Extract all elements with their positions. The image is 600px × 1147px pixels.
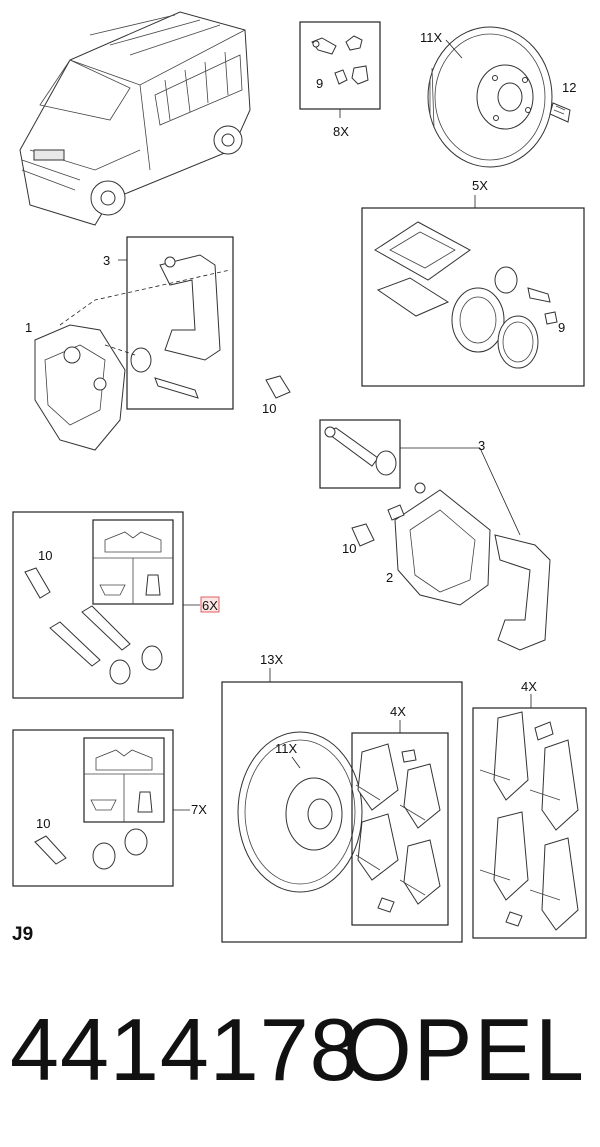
kit-5x <box>361 195 585 387</box>
callout-3-right: 3 <box>478 438 485 453</box>
callout-7x: 7X <box>191 802 207 817</box>
kit-4x-right <box>472 694 587 939</box>
pin-box-right <box>319 419 521 536</box>
kit-13x <box>221 668 463 943</box>
callout-10-b: 10 <box>342 541 356 556</box>
caliper-1 <box>34 269 231 451</box>
callout-12: 12 <box>562 80 576 95</box>
callout-13x: 13X <box>260 652 283 667</box>
brake-disc-top <box>427 26 553 168</box>
callout-10-a: 10 <box>262 401 276 416</box>
callout-5x: 5X <box>472 178 488 193</box>
bracket-3-box <box>118 236 234 410</box>
kit-6x <box>12 511 200 699</box>
brake-parts-diagram: 9 8X 11X 12 5X 9 <box>12 11 587 943</box>
callout-9-top: 9 <box>316 76 323 91</box>
callout-3-top: 3 <box>103 253 110 268</box>
callout-4x-right: 4X <box>521 679 537 694</box>
callout-1: 1 <box>25 320 32 335</box>
caliper-2 <box>387 482 551 651</box>
callout-11x-mid: 11X <box>275 741 297 756</box>
callout-6x-highlight <box>200 596 220 613</box>
callout-4x-mid: 4X <box>390 704 406 719</box>
callout-6x[interactable]: 6X <box>202 598 218 613</box>
callout-8x: 8X <box>333 124 349 139</box>
page-code: J9 <box>12 924 34 945</box>
bolt-10-b <box>351 523 375 547</box>
callout-2: 2 <box>386 570 393 585</box>
kit-8x <box>299 21 381 118</box>
callout-9-5x: 9 <box>558 320 565 335</box>
brand-name: OPEL <box>343 1000 586 1099</box>
kit-7x <box>12 729 190 887</box>
callout-10-6x: 10 <box>38 548 52 563</box>
bolt-12 <box>549 102 571 123</box>
bolt-10-a <box>265 375 291 399</box>
van-illustration <box>19 11 251 226</box>
callout-11x-top: 11X <box>420 30 442 45</box>
bleed-screw-part <box>311 35 369 85</box>
part-number: 4414178 <box>10 1000 360 1099</box>
callout-10-7x: 10 <box>36 816 50 831</box>
